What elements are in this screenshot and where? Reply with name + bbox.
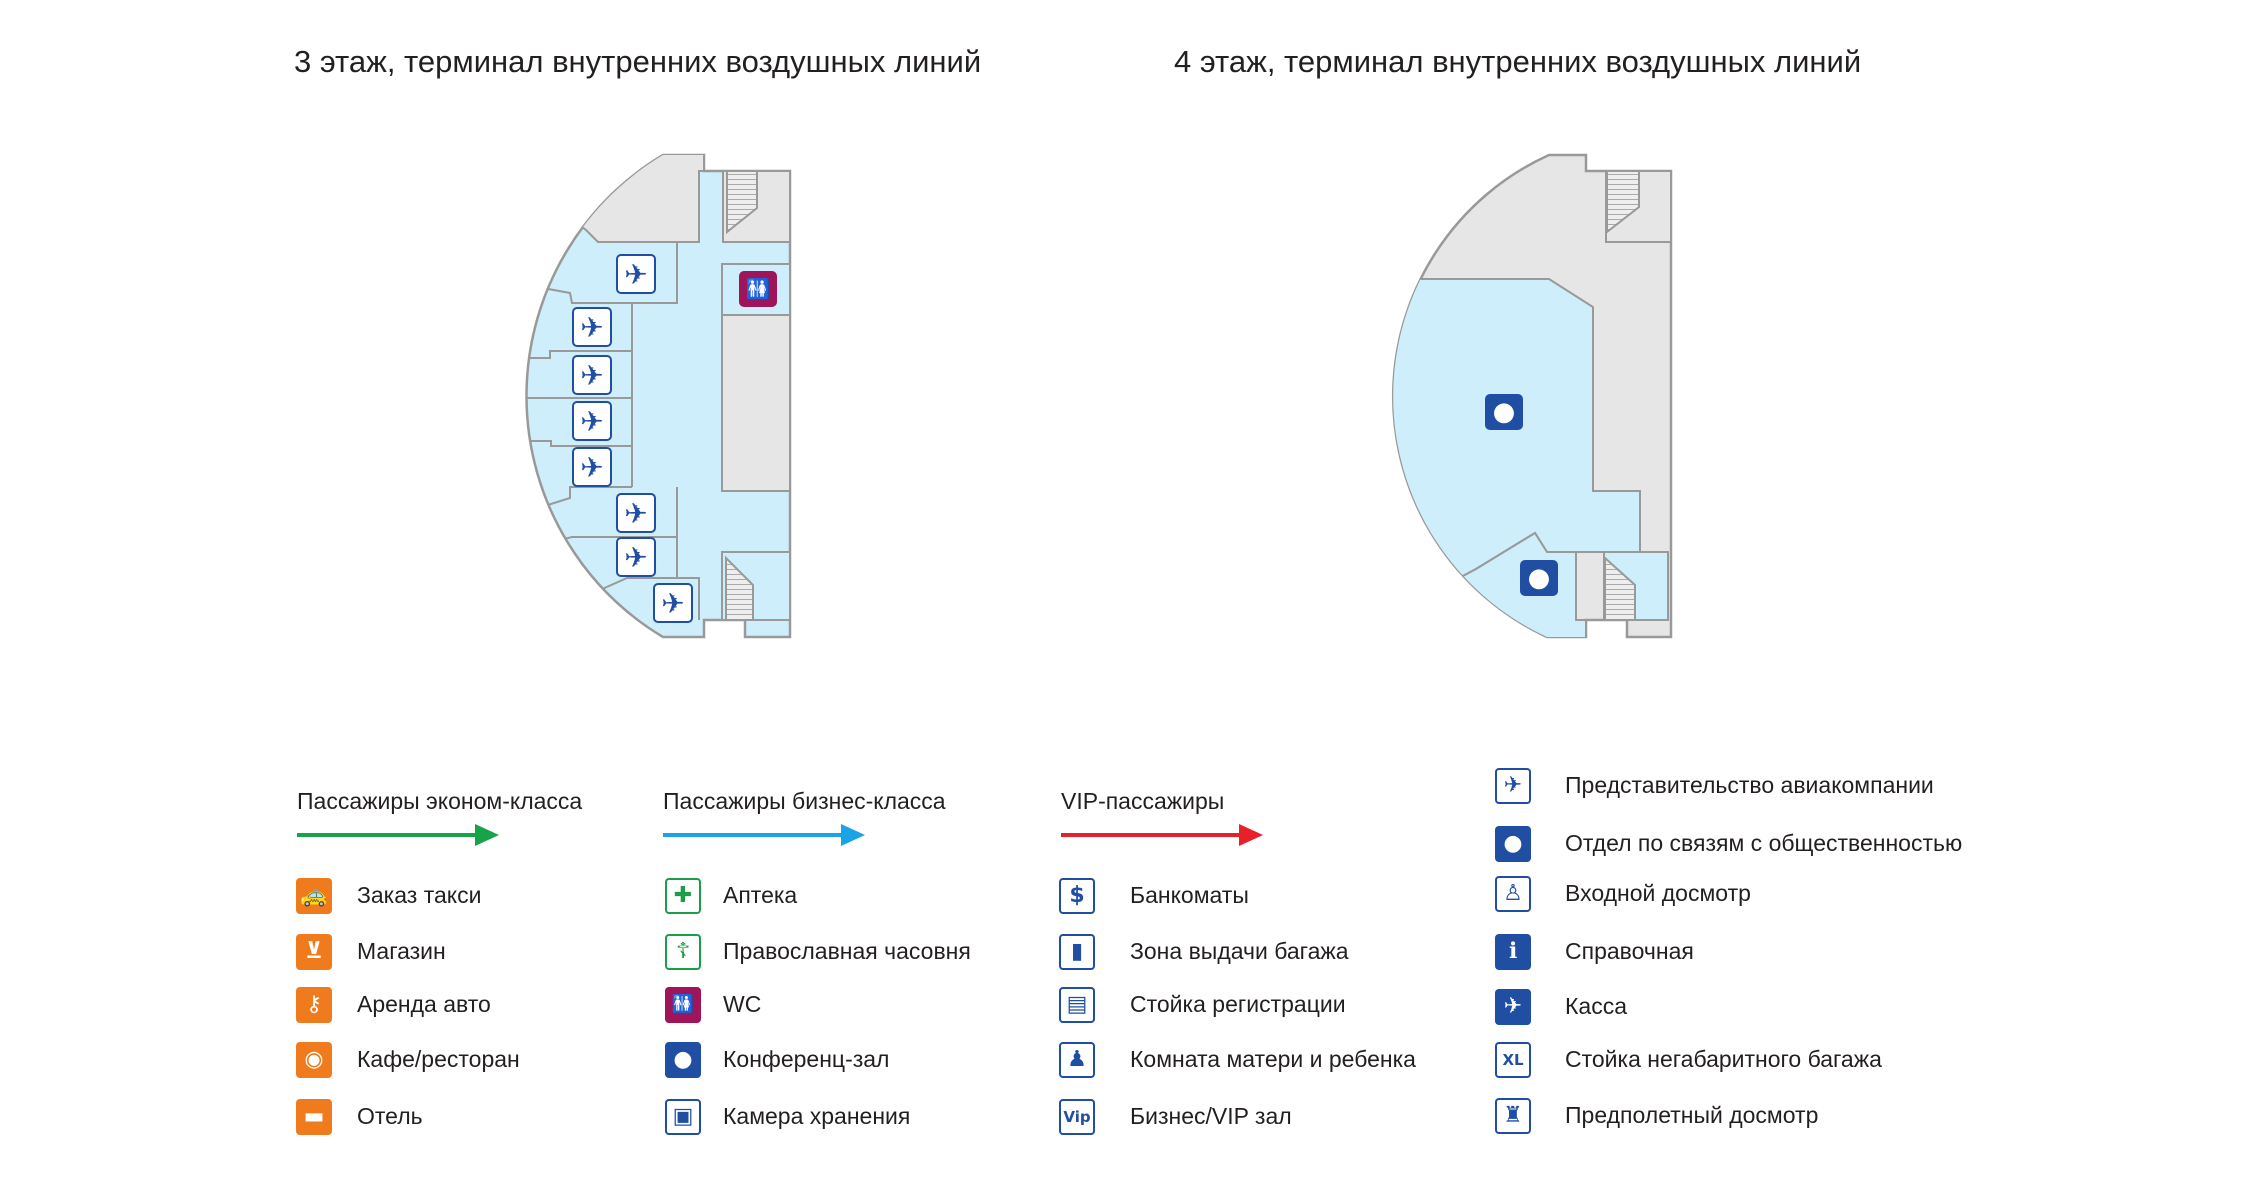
info-icon: ℹ [1495,934,1531,970]
economy-header: Пассажиры эконом-класса [297,788,583,814]
legend-item-label: Аптека [723,882,798,908]
legend-item-label: Заказ такси [357,882,482,908]
floor3-stairs-bottom [725,555,754,621]
gate-plane-icon[interactable]: ✈ [572,307,612,347]
legend-item-label: Кафе/ресторан [357,1046,520,1072]
legend-item-label: Предполетный досмотр [1565,1102,1819,1128]
hotel-bed-icon: ▬ [296,1099,332,1135]
conference-podium-icon: ● [665,1042,701,1078]
gate-plane-icon[interactable]: ✈ [572,355,612,395]
microphone-icon[interactable]: ● [1520,560,1558,596]
business-header: Пассажиры бизнес-класса [663,788,946,814]
wc-icon: 🚻 [665,987,701,1023]
airline-office-icon: ✈ [1495,768,1531,804]
orthodox-cross-icon: ☦ [665,934,701,970]
preflight-security-icon: ♜ [1495,1098,1531,1134]
mother-child-icon: ♟ [1059,1042,1095,1078]
economy-arrow [297,824,499,846]
gate-plane-icon[interactable]: ✈ [653,583,693,623]
legend-item-label: Зона выдачи багажа [1130,938,1349,964]
pharmacy-icon: ✚ [665,878,701,914]
legend-item-label: Справочная [1565,938,1694,964]
check-in-icon: ▤ [1059,987,1095,1023]
floor3-gray-block [721,314,790,492]
atm-icon: $ [1059,878,1095,914]
conference-podium-icon[interactable]: ● [1485,394,1523,430]
vip-arrow [1061,824,1263,846]
floor4-stairs-bottom [1604,555,1636,621]
gate-plane-icon[interactable]: ✈ [572,401,612,441]
floor4-title: 4 этаж, терминал внутренних воздушных ли… [1174,44,1862,79]
floor4-stairs-top [1606,170,1640,235]
wc-icon[interactable]: 🚻 [739,271,777,307]
ticket-office-icon: ✈ [1495,989,1531,1025]
taxi-icon: 🚕 [296,878,332,914]
legend-item-label: Представительство авиакомпании [1565,772,1934,798]
vip-lounge-icon: Vip [1059,1099,1095,1135]
legend-item-label: Комната матери и ребенка [1130,1046,1416,1072]
legend-item-label: Касса [1565,993,1627,1019]
legend-item-label: Конференц-зал [723,1046,890,1072]
oversize-baggage-icon: XL [1495,1042,1531,1078]
legend-item-label: Отель [357,1103,423,1129]
baggage-claim-icon: ▮ [1059,934,1095,970]
legend-item-label: Входной досмотр [1565,880,1751,906]
luggage-storage-icon: ▣ [665,1099,701,1135]
restaurant-icon: ◉ [296,1042,332,1078]
shopping-basket-icon: ⊻ [296,934,332,970]
gate-plane-icon[interactable]: ✈ [572,447,612,487]
legend-item-label: Православная часовня [723,938,971,964]
business-arrow [663,824,865,846]
legend-item-label: Бизнес/VIP зал [1130,1103,1292,1129]
legend-item-label: Банкоматы [1130,882,1249,908]
microphone-icon: ● [1495,826,1531,862]
vip-header: VIP-пассажиры [1061,788,1225,814]
legend-item-label: Стойка негабаритного багажа [1565,1046,1882,1072]
car-rental-icon: ⚷ [296,987,332,1023]
floor3-gray-area-top [558,155,705,243]
legend-item-label: Аренда авто [357,991,491,1017]
entrance-security-icon: ♙ [1495,876,1531,912]
legend-item-label: Магазин [357,938,446,964]
legend-item-label: Стойка регистрации [1130,991,1346,1017]
floor3-title: 3 этаж, терминал внутренних воздушных ли… [294,44,982,79]
legend-item-label: Камера хранения [723,1103,911,1129]
gate-plane-icon[interactable]: ✈ [616,254,656,294]
gate-plane-icon[interactable]: ✈ [616,493,656,533]
gate-plane-icon[interactable]: ✈ [616,537,656,577]
legend-item-label: WC [723,991,762,1017]
legend-item-label: Отдел по связям с общественностью [1565,830,1963,856]
